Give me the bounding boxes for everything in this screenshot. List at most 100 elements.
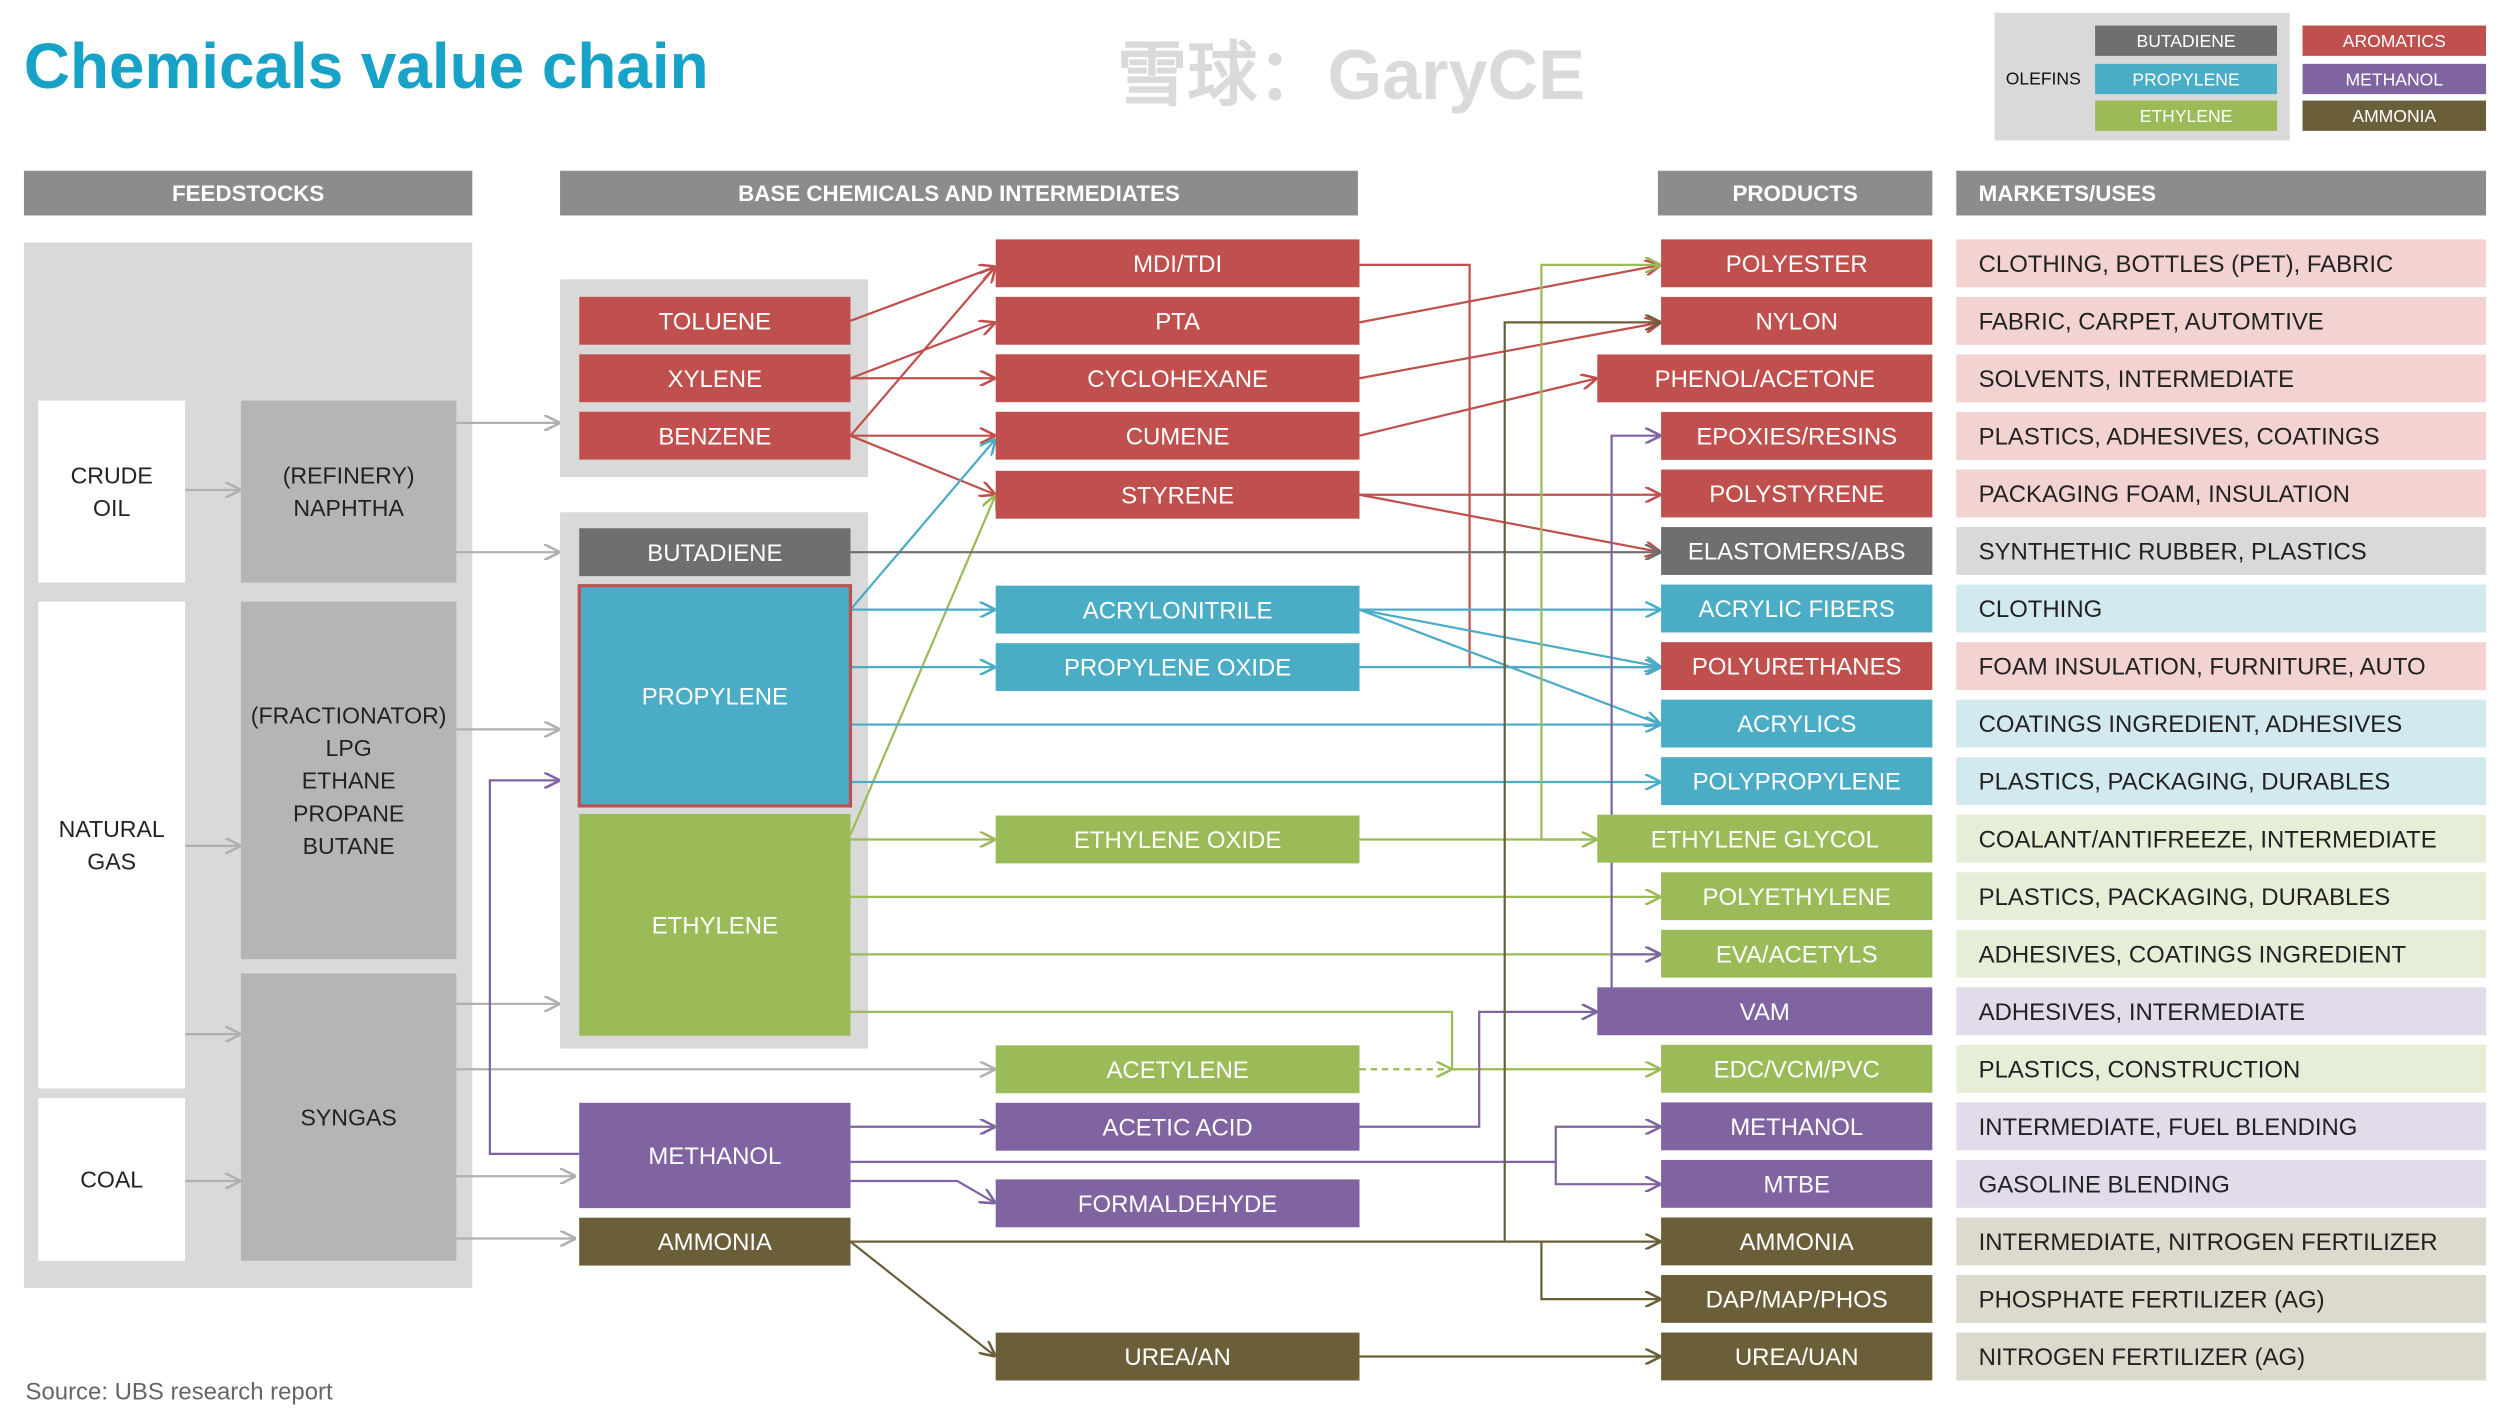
product-dap-map-phos: DAP/MAP/PHOS	[1661, 1274, 1933, 1323]
market-use-row-bg	[1956, 699, 2487, 748]
intermediate-acrylonitrile-label: ACRYLONITRILE	[1083, 597, 1273, 624]
market-use-row-label: SYNTHETHIC RUBBER, PLASTICS	[1979, 539, 2367, 566]
product-vam-bg	[1597, 987, 1933, 1036]
intermediate-mdi-tdi-label: MDI/TDI	[1133, 251, 1222, 278]
intermediate-mdi-tdi: MDI/TDI	[995, 239, 1360, 288]
base-toluene-box: TOLUENE	[579, 296, 851, 345]
market-use-row-bg	[1956, 296, 2487, 345]
legend-olefins-label: OLEFINS	[2006, 69, 2081, 89]
intermediate-cyclohexane: CYCLOHEXANE	[995, 354, 1360, 403]
arrow-benzene-styrene	[850, 434, 995, 495]
crude-oil-box-label: CRUDE	[71, 463, 153, 489]
intermediate-acetic-acid: ACETIC ACID	[995, 1102, 1360, 1151]
market-use-row: COALANT/ANTIFREEZE, INTERMEDIATE	[1956, 814, 2487, 863]
legend-aromatics: AROMATICS	[2302, 25, 2487, 56]
header-base: BASE CHEMICALS AND INTERMEDIATES	[560, 170, 1358, 216]
legend-propylene-label: PROPYLENE	[2132, 69, 2239, 89]
legend-methanol: METHANOL	[2302, 63, 2487, 95]
product-edc-vcm-pvc-label: EDC/VCM/PVC	[1714, 1056, 1880, 1083]
product-epoxies-resins-label: EPOXIES/RESINS	[1696, 424, 1897, 451]
arrow-glycol-polyester	[1540, 265, 1662, 841]
legend-aromatics-bg	[2302, 25, 2487, 56]
product-polyurethanes: POLYURETHANES	[1661, 642, 1933, 691]
product-phenol-acetone-bg	[1597, 354, 1933, 403]
market-use-row-bg	[1956, 1044, 2487, 1093]
market-use-row-label: FOAM INSULATION, FURNITURE, AUTO	[1979, 654, 2426, 681]
market-use-row-label: ADHESIVES, INTERMEDIATE	[1979, 999, 2306, 1026]
intermediate-acetylene: ACETYLENE	[995, 1045, 1360, 1094]
arrow-ammonia-urea	[849, 1240, 995, 1357]
header-markets-label: MARKETS/USES	[1979, 181, 2156, 206]
header-base-bg	[560, 170, 1358, 216]
product-vam: VAM	[1597, 987, 1933, 1036]
natural-gas-box-bg	[38, 601, 186, 1089]
product-ethylene-glycol-bg	[1597, 814, 1933, 863]
header-products: PRODUCTS	[1657, 170, 1933, 216]
market-use-row: PLASTICS, ADHESIVES, COATINGS	[1956, 411, 2487, 460]
product-urea-uan: UREA/UAN	[1661, 1332, 1933, 1381]
header-products-bg	[1657, 170, 1933, 216]
product-epoxies-resins: EPOXIES/RESINS	[1661, 411, 1933, 460]
intermediate-propylene-oxide-bg	[995, 643, 1360, 692]
market-use-row-bg	[1956, 987, 2487, 1036]
product-polypropylene-label: POLYPROPYLENE	[1693, 769, 1901, 796]
market-use-row-label: ADHESIVES, COATINGS INGREDIENT	[1979, 941, 2407, 968]
product-dap-map-phos-label: DAP/MAP/PHOS	[1706, 1287, 1888, 1314]
arrow-styrene-elastomers	[1359, 493, 1662, 552]
header-markets-bg	[1956, 170, 2487, 216]
header-base-label: BASE CHEMICALS AND INTERMEDIATES	[738, 181, 1180, 206]
arrow-propylene-cumene	[849, 439, 995, 611]
base-propylene-box-label: PROPYLENE	[642, 683, 788, 710]
product-mtbe-label: MTBE	[1763, 1171, 1829, 1198]
market-use-row: ADHESIVES, COATINGS INGREDIENT	[1956, 929, 2487, 978]
intermediate-urea-an-bg	[995, 1332, 1360, 1381]
market-use-row-bg	[1956, 872, 2487, 921]
product-acrylic-fibers: ACRYLIC FIBERS	[1661, 584, 1933, 633]
intermediate-formaldehyde-label: FORMALDEHYDE	[1078, 1191, 1277, 1218]
product-polyester-label: POLYESTER	[1726, 251, 1868, 278]
base-methanol-box-bg	[579, 1102, 851, 1209]
intermediate-styrene-label: STYRENE	[1121, 482, 1234, 509]
market-use-row-label: PACKAGING FOAM, INSULATION	[1979, 481, 2350, 508]
product-eva-acetyls: EVA/ACETYLS	[1661, 929, 1933, 978]
syngas-box-label: SYNGAS	[300, 1104, 396, 1130]
syngas-box: SYNGAS	[240, 973, 457, 1261]
market-use-row-label: SOLVENTS, INTERMEDIATE	[1979, 366, 2294, 393]
market-use-row: ADHESIVES, INTERMEDIATE	[1956, 987, 2487, 1036]
legend-methanol-label: METHANOL	[2346, 69, 2444, 89]
product-eva-acetyls-label: EVA/ACETYLS	[1716, 941, 1878, 968]
product-phenol-acetone: PHENOL/ACETONE	[1597, 354, 1933, 403]
legend-methanol-bg	[2302, 63, 2487, 95]
intermediate-pta-bg	[995, 296, 1360, 345]
fractionator-box-label: BUTANE	[303, 833, 395, 859]
syngas-box-bg	[240, 973, 457, 1261]
product-mtbe: MTBE	[1661, 1159, 1933, 1208]
fractionator-box-label: LPG	[326, 735, 372, 761]
market-use-row: FABRIC, CARPET, AUTOMTIVE	[1956, 296, 2487, 345]
intermediate-urea-an: UREA/AN	[995, 1332, 1360, 1381]
product-polystyrene-label: POLYSTYRENE	[1709, 481, 1884, 508]
intermediate-acetylene-label: ACETYLENE	[1106, 1057, 1248, 1084]
market-use-row-label: PLASTICS, ADHESIVES, COATINGS	[1979, 424, 2380, 451]
header-feedstocks-label: FEEDSTOCKS	[172, 181, 324, 206]
product-ammonia-bg	[1661, 1217, 1933, 1266]
base-methanol-box-label: METHANOL	[648, 1143, 781, 1170]
arrow-acetic-vam	[1359, 1012, 1598, 1128]
base-propylene-box-bg	[577, 584, 853, 808]
arrow-methanol-olefins	[488, 780, 580, 1155]
natural-gas-box-label: NATURAL	[59, 816, 165, 842]
base-ethylene-box: ETHYLENE	[579, 813, 851, 1036]
base-toluene-box-bg	[579, 296, 851, 345]
product-elastomers-abs: ELASTOMERS/ABS	[1661, 527, 1933, 575]
product-polypropylene-bg	[1661, 757, 1933, 806]
market-use-row: FOAM INSULATION, FURNITURE, AUTO	[1956, 642, 2487, 691]
market-use-row: PLASTICS, CONSTRUCTION	[1956, 1044, 2487, 1093]
header-feedstocks: FEEDSTOCKS	[23, 170, 473, 216]
market-use-row-bg	[1956, 814, 2487, 863]
market-use-row: PLASTICS, PACKAGING, DURABLES	[1956, 757, 2487, 806]
intermediate-ethylene-oxide-bg	[995, 815, 1360, 864]
product-ammonia: AMMONIA	[1661, 1217, 1933, 1266]
intermediate-formaldehyde-bg	[995, 1179, 1360, 1228]
arrow-cumene-phenol	[1359, 378, 1598, 437]
